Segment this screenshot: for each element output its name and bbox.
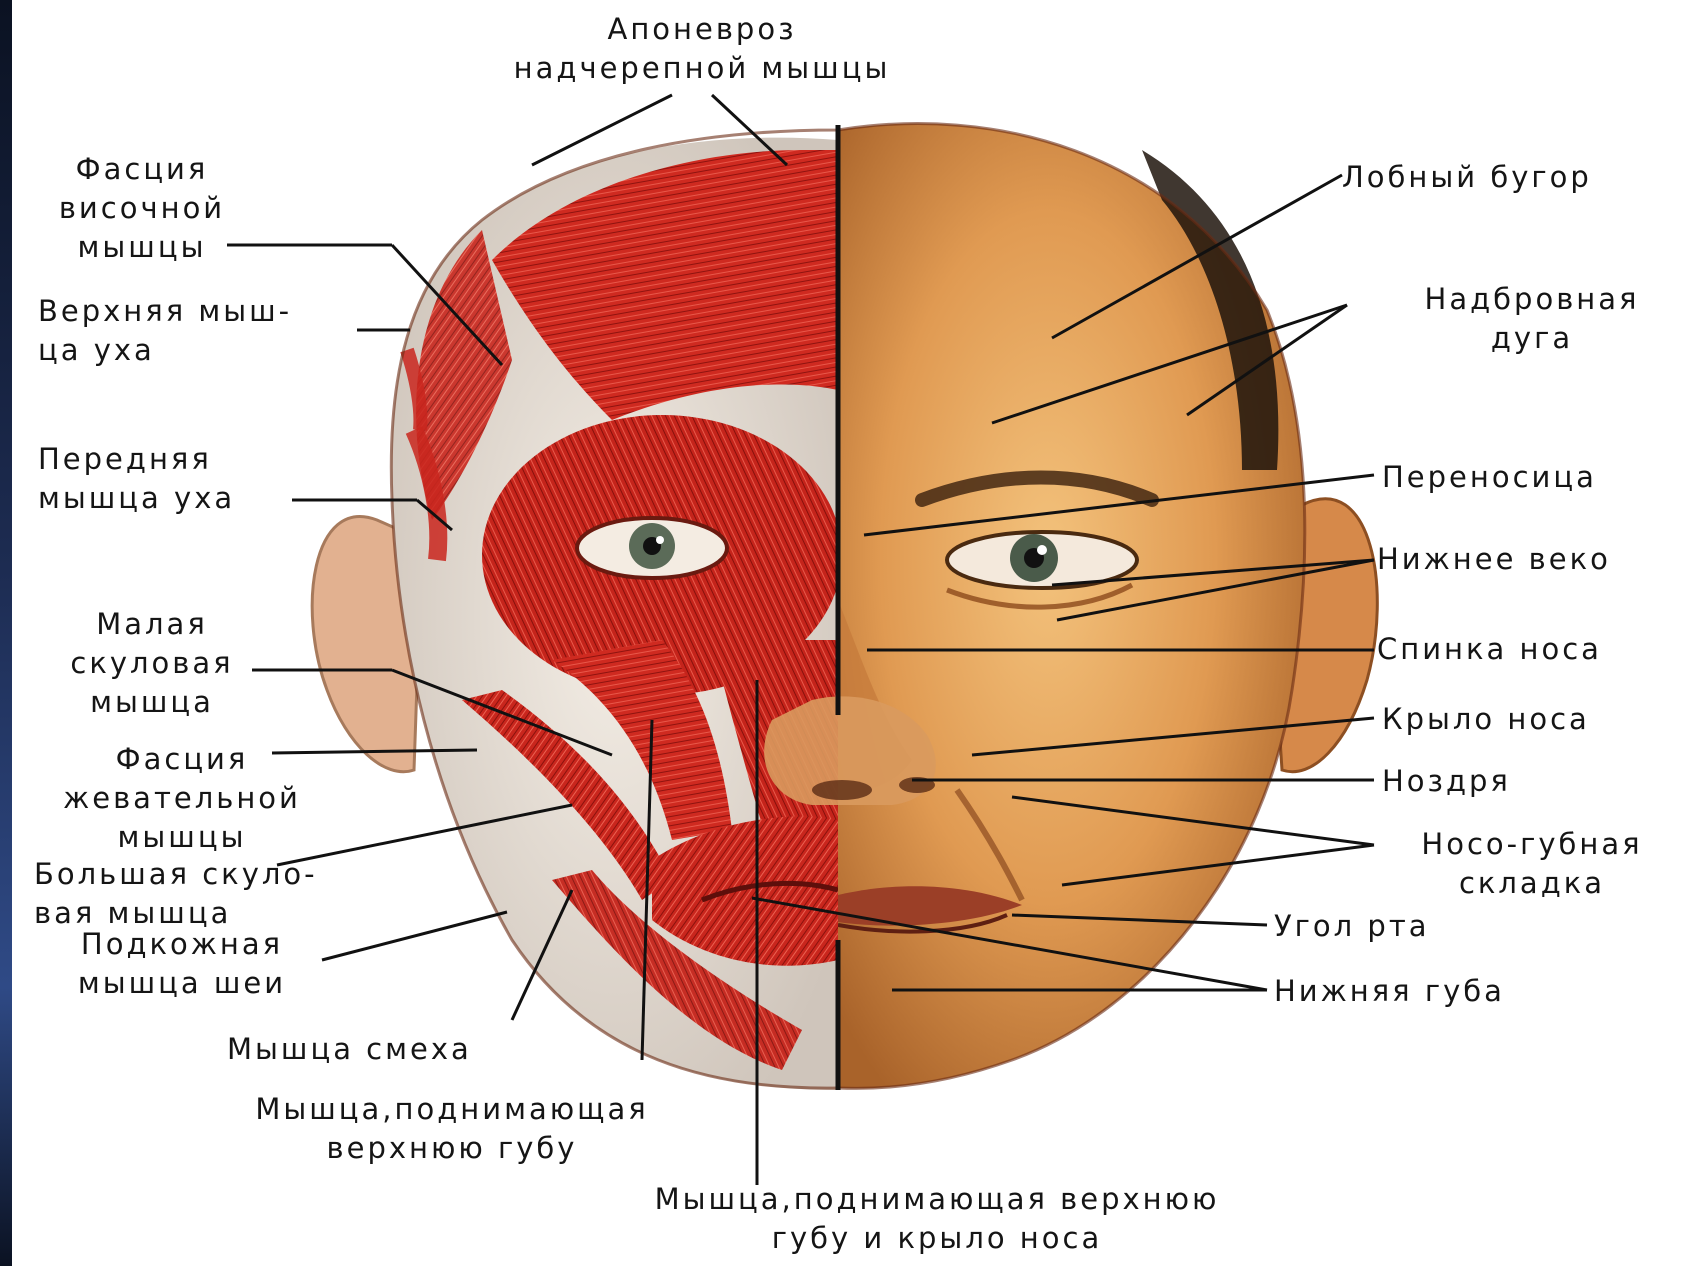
label-frontal-eminence: Лобный бугор	[1342, 158, 1682, 197]
label-platysma: Подкожная мышца шеи	[42, 925, 322, 1003]
label-anterior-auricular-muscle: Передняя мышца уха	[38, 440, 318, 518]
label-lower-eyelid: Нижнее веко	[1377, 540, 1692, 579]
label-temporal-fascia: Фасция височной мышцы	[32, 150, 252, 267]
label-nasal-dorsum: Спинка носа	[1377, 630, 1692, 669]
label-levator-labii-superioris: Мышца,поднимающая верхнюю губу	[192, 1090, 712, 1168]
label-superciliary-arch: Надбровная дуга	[1372, 280, 1692, 358]
label-levator-labii-alaeque-nasi: Мышца,поднимающая верхнюю губу и крыло н…	[562, 1180, 1312, 1258]
label-nasal-bridge: Переносица	[1382, 458, 1692, 497]
label-nasal-ala: Крыло носа	[1382, 700, 1692, 739]
label-masseter-fascia: Фасция жевательной мышцы	[27, 740, 337, 857]
label-risorius: Мышца смеха	[227, 1030, 547, 1069]
diagram-canvas: Апоневроз надчерепной мышцы Фасция височ…	[12, 0, 1701, 1266]
skin-half	[838, 124, 1305, 1089]
muscle-half	[391, 138, 842, 1090]
label-mouth-angle: Угол рта	[1274, 907, 1574, 946]
label-aponeurosis: Апоневроз надчерепной мышцы	[452, 10, 952, 88]
label-nostril: Ноздря	[1382, 762, 1682, 801]
label-superior-auricular-muscle: Верхняя мыш- ца уха	[38, 292, 378, 370]
slide-frame-edge	[0, 0, 12, 1266]
label-zygomaticus-major: Большая скуло- вая мышца	[34, 855, 414, 933]
label-lower-lip: Нижняя губа	[1274, 972, 1604, 1011]
label-nasolabial-fold: Носо-губная складка	[1377, 825, 1687, 903]
label-zygomaticus-minor: Малая скуловая мышца	[52, 605, 252, 722]
